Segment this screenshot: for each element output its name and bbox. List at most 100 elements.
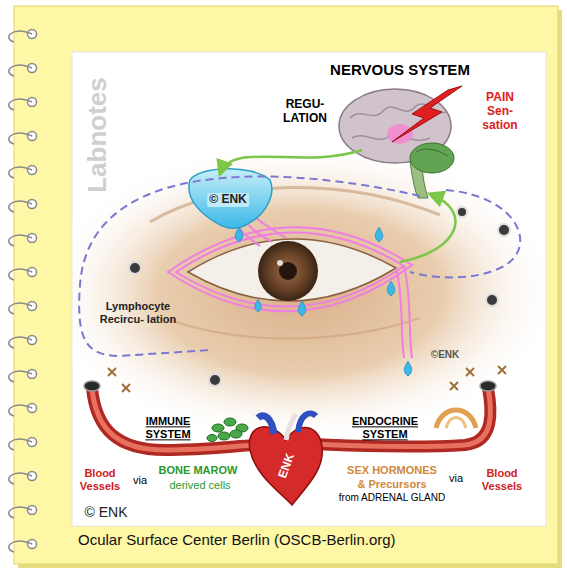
bone-marrow-cells [207, 418, 248, 442]
spiral-binding [9, 133, 32, 144]
system-heading: ENDOCRINE SYSTEM [340, 415, 430, 440]
skin-background [72, 142, 546, 442]
spiral-binding [28, 438, 37, 447]
spiral-binding [28, 336, 37, 345]
spiral-binding [9, 439, 32, 450]
spiral-binding [28, 98, 37, 107]
part-label: Blood Vessels [477, 467, 527, 492]
spiral-binding [9, 507, 32, 518]
tear-ducts [396, 268, 404, 358]
blood-vessels [92, 388, 258, 450]
spiral-binding [28, 268, 37, 277]
tear-drops [387, 281, 394, 296]
heart [258, 416, 274, 434]
brain [416, 149, 448, 156]
lymphocytes [129, 207, 510, 386]
nerve-paths [400, 194, 455, 262]
adrenal-gland [436, 410, 476, 428]
spiral-binding [9, 371, 32, 382]
system-heading: NERVOUS SYSTEM [330, 61, 470, 78]
note-paper [14, 6, 562, 568]
adrenal-gland [446, 418, 466, 429]
bone-marrow-cells [224, 418, 236, 426]
part-label: Blood Vessels [76, 467, 124, 492]
part-label: from ADRENAL GLAND [339, 492, 445, 504]
spiral-binding [28, 30, 37, 39]
skin-background [170, 318, 420, 339]
lymphocytes [486, 294, 498, 306]
spiral-binding [9, 541, 32, 552]
region-label: REGU- LATION [280, 98, 330, 126]
part-label: SEX HORMONES [347, 464, 437, 477]
spiral-binding [9, 30, 37, 553]
eye [277, 260, 283, 266]
tear-ducts [168, 227, 412, 311]
brain [339, 86, 462, 198]
caption: Ocular Surface Center Berlin (OSCB-Berli… [78, 531, 396, 548]
copyright-mark: ©ENK [431, 349, 459, 361]
copyright-mark: © ENK [207, 193, 249, 207]
spiral-binding [28, 540, 37, 549]
lacrimal-gland [189, 169, 272, 229]
blood-vessels [480, 381, 496, 391]
hormone-specks [122, 384, 130, 392]
recirculation-path [79, 176, 520, 356]
recirculation-path [410, 190, 520, 278]
watermark: Labnotes [83, 77, 113, 193]
tear-ducts [404, 266, 412, 358]
connector-word: via [449, 472, 463, 485]
tear-drops [235, 227, 411, 376]
tear-ducts [256, 218, 286, 238]
part-label: derived cells [169, 479, 230, 492]
blood-vessels [312, 388, 490, 447]
spiral-binding [9, 167, 32, 178]
tear-ducts [168, 218, 412, 358]
brain [392, 86, 462, 142]
blood-vessels [92, 388, 258, 450]
heart [286, 414, 296, 440]
tear-drops [298, 301, 305, 316]
spiral-binding [28, 234, 37, 243]
connector-word: via [133, 474, 147, 487]
bone-marrow-cells [218, 432, 230, 440]
heart [249, 413, 322, 505]
tear-drops [235, 227, 242, 242]
part-label: & Precursors [357, 478, 426, 491]
skin-background [72, 142, 546, 442]
blood-vessels [312, 388, 490, 447]
hormone-specks [498, 366, 506, 374]
spiral-binding [9, 303, 32, 314]
hormone-specks [108, 366, 506, 392]
spiral-binding [9, 201, 32, 212]
tear-ducts [246, 222, 272, 242]
spiral-binding [9, 337, 32, 348]
system-heading: IMMUNE SYSTEM [133, 415, 203, 440]
copyright-mark: © ENK [85, 504, 128, 520]
spiral-binding [9, 99, 32, 110]
lacrimal-gland [189, 169, 272, 229]
hormone-specks [108, 368, 116, 376]
lymphocytes [498, 224, 510, 236]
spiral-binding [28, 370, 37, 379]
spiral-binding [28, 166, 37, 175]
brain [387, 124, 413, 144]
heart [298, 413, 316, 432]
bone-marrow-cells [207, 435, 217, 442]
recirculation-path [79, 176, 420, 356]
spiral-binding [9, 65, 32, 76]
lymphocytes [457, 207, 467, 217]
spiral-binding [28, 132, 37, 141]
hormone-specks [450, 382, 458, 390]
process-label: Lymphocyte Recircu- lation [98, 300, 178, 325]
hormone-specks [466, 368, 474, 376]
spiral-binding [9, 269, 32, 280]
tear-drops [404, 361, 411, 376]
spiral-binding [28, 302, 37, 311]
nerve-paths [220, 150, 362, 174]
spiral-binding [9, 473, 32, 484]
note-paper [18, 10, 562, 568]
lymphocytes [209, 374, 221, 386]
spiral-binding [28, 200, 37, 209]
part-label: BONE MAROW [159, 464, 238, 477]
